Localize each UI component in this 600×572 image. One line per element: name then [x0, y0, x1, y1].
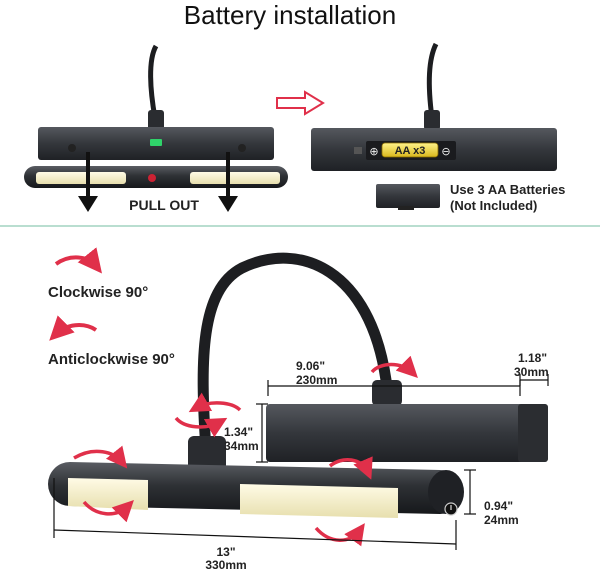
- bar-length-inches: 9.06": [296, 359, 325, 373]
- arm-rotate-arrow-icon: [370, 355, 418, 378]
- screw-icon: [238, 144, 246, 152]
- tube-endcap: [428, 470, 464, 514]
- anticlockwise-label: Anticlockwise 90°: [48, 351, 175, 368]
- gooseneck-arm: [197, 252, 392, 456]
- down-arrow-icon: [218, 196, 238, 212]
- indicator-light: [150, 139, 162, 146]
- bar-height-mm: 34mm: [224, 439, 259, 453]
- total-length-inches: 13": [216, 545, 235, 559]
- dimension-lines: [53, 374, 549, 550]
- contact-icon: [354, 147, 362, 154]
- led-strip: [190, 172, 280, 184]
- battery-note-line2: (Not Included): [450, 198, 537, 213]
- tube-rotate-arrow-icon: [82, 500, 134, 523]
- bar-depth-inches: 1.18": [518, 351, 547, 365]
- total-length-mm: 330mm: [205, 558, 246, 572]
- tube-rotate-arrow-icon: [328, 456, 373, 480]
- minus-terminal-icon: ⊖: [441, 145, 450, 158]
- power-button-icon: [148, 174, 156, 182]
- arm-joint-bottom: [188, 436, 226, 472]
- plus-terminal-icon: ⊕: [369, 145, 378, 158]
- tube-rotate-arrow-icon: [73, 445, 128, 469]
- clockwise-label: Clockwise 90°: [48, 284, 148, 301]
- gooseneck-arm: [426, 42, 439, 119]
- bar-height-inches: 1.34": [224, 425, 253, 439]
- led-strip: [240, 484, 398, 518]
- pull-out-label: PULL OUT: [129, 197, 199, 213]
- arm-joint-top: [372, 380, 402, 406]
- led-strip: [68, 478, 148, 510]
- anticlockwise-arrow-icon: [49, 315, 98, 341]
- next-step-arrow-icon: [276, 90, 325, 116]
- battery-label: AA x3: [395, 145, 426, 157]
- joint-rotate-arrow-icon: [174, 416, 228, 438]
- tube-diameter-mm: 24mm: [484, 513, 519, 527]
- battery-note-line1: Use 3 AA Batteries: [450, 182, 565, 197]
- arm-joint: [148, 110, 164, 130]
- battery-cover: [376, 184, 440, 208]
- tube-diameter-inches: 0.94": [484, 499, 513, 513]
- battery-compartment-illustration: AA x3 ⊕ ⊖ Use 3 AA Batteries (Not Includ…: [311, 42, 565, 213]
- aa-battery: [381, 142, 439, 158]
- down-arrow-icon: [78, 196, 98, 212]
- clockwise-arrow-icon: [54, 247, 103, 274]
- gooseneck-arm: [148, 44, 159, 119]
- lamp-pull-out-illustration: PULL OUT: [24, 44, 288, 213]
- led-strip: [36, 172, 126, 184]
- screw-icon: [68, 144, 76, 152]
- battery-bar: [266, 404, 548, 462]
- tube-rotate-arrow-icon: [314, 523, 365, 547]
- page-title: Battery installation: [184, 0, 396, 30]
- bar-length-mm: 230mm: [296, 373, 337, 387]
- arm-joint: [424, 110, 440, 130]
- total-length-line: [53, 529, 457, 545]
- joint-rotate-arrow-icon: [188, 392, 242, 413]
- bar-depth-mm: 30mm: [514, 365, 549, 379]
- battery-bar-endcap: [518, 404, 548, 462]
- cover-tab: [398, 206, 414, 210]
